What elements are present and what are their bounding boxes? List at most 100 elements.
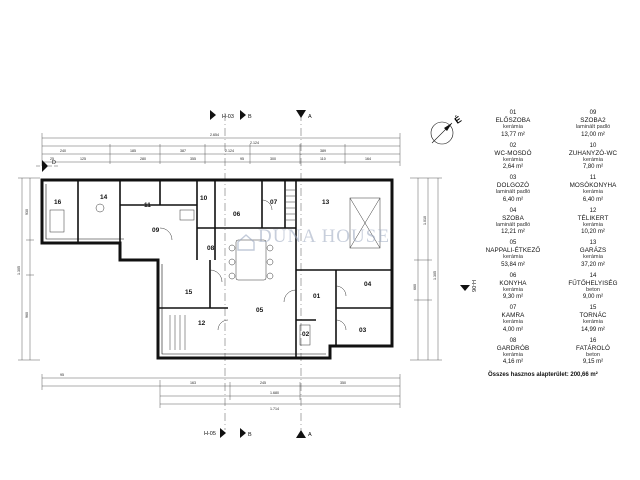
room-label-10: 10 (200, 195, 208, 202)
dim-bottom-2: 1.714 (270, 407, 279, 411)
dim-top-9: 125 (80, 157, 86, 161)
legend-room-num: 03 (509, 175, 517, 181)
section-arrow-bottom-h05 (220, 428, 226, 438)
door-swings (159, 199, 347, 331)
legend-room-area: 4,00 m² (502, 326, 524, 333)
legend-room-name: ZUHANYZÓ-WC (568, 149, 618, 157)
legend-room-area: 10,20 m² (581, 229, 605, 236)
legend-room-name: ELŐSZOBA (495, 117, 531, 125)
room-label-11: 11 (144, 202, 151, 209)
legend-room-num: 04 (509, 207, 517, 214)
stairs (286, 189, 295, 221)
legend-room-floor: kerámia (583, 319, 603, 326)
duna-house-logo-icon (237, 234, 255, 251)
bottom-dimension-lines (41, 374, 401, 408)
legend-room-num: 16 (589, 337, 597, 344)
legend-room-floor: kerámia (583, 189, 603, 196)
dim-top-8: 25 (50, 157, 54, 161)
room-label-16: 16 (54, 199, 62, 206)
legend-room-floor: kerámia (583, 221, 603, 228)
legend-room-area: 6,40 m² (582, 196, 604, 203)
legend-room-area: 4,16 m² (502, 359, 524, 366)
section-arrow-right-h06 (460, 285, 470, 291)
legend-room-name: KONYHA (499, 279, 527, 287)
section-markers: H-03 B A H-05 B A H-06 D (36, 110, 476, 438)
section-label-h03: H-03 (222, 114, 234, 120)
legend-room-num: 13 (589, 240, 597, 246)
legend-room-name: FŰTŐHELYISÉG (568, 279, 618, 287)
legend-room-name: GARÁZS (579, 247, 607, 255)
north-label: É (453, 114, 464, 126)
dim-top-3: 240 (60, 149, 66, 153)
dim-top-total-2: 2.124 (250, 141, 259, 145)
total-area: Összes hasznos alapterület: 200,66 m² (488, 372, 598, 378)
top-dimension-values: 2.654 2.124 240 185 387 2.124 389 25 125… (50, 133, 371, 161)
room-label-07: 07 (270, 199, 278, 206)
legend-room-area: 7,80 m² (582, 164, 604, 171)
section-label-b-top: B (248, 114, 252, 120)
section-arrow-bottom-b (240, 428, 246, 438)
dim-top-4: 185 (130, 149, 136, 153)
legend-room-num: 10 (589, 142, 597, 149)
watermark: DUNA HOUSE (232, 226, 390, 248)
dim-right-1: 1.305 (433, 271, 437, 280)
legend-room-floor: kerámia (583, 156, 603, 163)
legend-room-area: 6,40 m² (502, 196, 524, 203)
section-label-d: D (52, 160, 56, 166)
dim-top-14: 110 (320, 157, 326, 161)
legend-room-floor: kerámia (583, 254, 603, 261)
bottom-dimension-values: 1.680 1.714 95 163 245 350 (60, 373, 346, 411)
legend-room-name: MOSÓKONYHA (569, 182, 617, 190)
legend-room-name: TÉLIKERT (577, 214, 609, 222)
dim-top-15: 164 (365, 157, 371, 161)
legend-room-area: 53,84 m² (501, 261, 525, 268)
building-outline (40, 178, 394, 360)
section-label-h05: H-05 (204, 431, 216, 437)
legend-room-area: 14,99 m² (581, 326, 605, 333)
dim-top-total-1: 2.654 (210, 133, 219, 137)
dim-top-5: 387 (180, 149, 186, 153)
room-label-14: 14 (100, 194, 108, 201)
legend-room-area: 2,64 m² (502, 164, 524, 171)
room-label-03: 03 (359, 327, 367, 334)
dim-top-12: 95 (240, 157, 244, 161)
legend-room-name: GARDRÓB (496, 344, 530, 352)
section-arrow-bottom-a (296, 430, 306, 438)
legend-room-area: 9,30 m² (502, 294, 524, 301)
legend-room-area: 13,77 m² (501, 131, 525, 138)
legend-room-name: SZOBA (502, 214, 524, 222)
north-arrow-icon: É (430, 114, 464, 145)
section-arrow-top-a (296, 110, 306, 118)
legend-room-num: 12 (589, 207, 597, 214)
legend-room-name: WC-MOSDÓ (494, 149, 532, 157)
room-label-02: 02 (302, 331, 310, 338)
room-label-09: 09 (152, 227, 160, 234)
legend-room-floor: kerámia (503, 286, 523, 293)
interior-walls (77, 180, 392, 358)
legend-room-floor: kerámia (503, 319, 523, 326)
legend-room-floor: kerámia (503, 254, 523, 261)
left-dimension-values: 1.305 930 960 (17, 209, 29, 318)
legend-room-num: 07 (509, 305, 517, 311)
dim-bottom-4: 163 (190, 381, 196, 385)
room-labels: 01 02 03 04 05 06 07 08 09 10 11 12 13 1… (54, 194, 372, 338)
legend-room-num: 11 (589, 175, 597, 181)
legend-room-area: 12,00 m² (581, 131, 605, 138)
legend-room-num: 15 (589, 305, 597, 311)
dim-top-7: 389 (320, 149, 326, 153)
dim-top-11: 355 (190, 157, 196, 161)
section-label-a-bottom: A (308, 432, 312, 438)
dim-top-10: 280 (140, 157, 146, 161)
dim-bottom-3: 95 (60, 373, 64, 377)
top-dimension-lines (41, 133, 401, 166)
